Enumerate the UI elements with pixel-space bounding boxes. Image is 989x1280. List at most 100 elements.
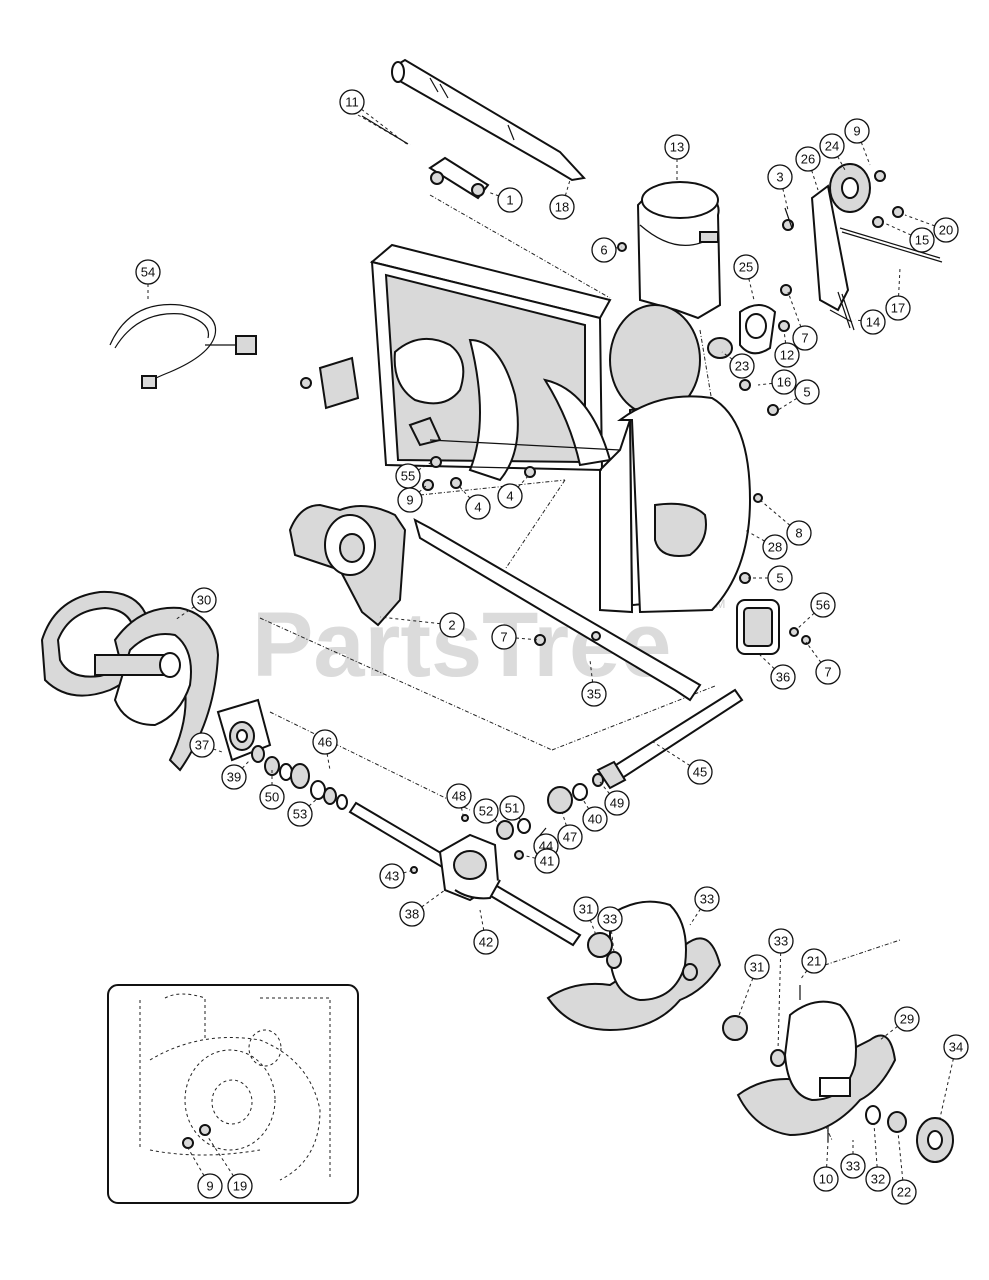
callout-c4b: 4: [497, 473, 531, 509]
callout-circle: [694, 886, 720, 912]
callout-leader: [649, 739, 701, 773]
callout-label: 45: [693, 765, 707, 780]
callout-circle: [744, 954, 770, 980]
callout-circle: [534, 848, 560, 874]
callout-c26: 26: [795, 146, 821, 191]
callout-label: 33: [774, 934, 788, 949]
callout-circle: [581, 681, 607, 707]
callout-label: 13: [670, 140, 684, 155]
callout-circle: [943, 1034, 969, 1060]
callout-c19: 19: [205, 1133, 253, 1199]
callout-label: 3: [776, 170, 783, 185]
callout-c3: 3: [767, 164, 793, 211]
callout-leader: [391, 869, 415, 877]
callout-c9b: 9: [397, 485, 427, 513]
callout-c20: 20: [904, 214, 959, 243]
callout-label: 37: [195, 738, 209, 753]
callout-circle: [933, 217, 959, 243]
callout-c54: 54: [135, 259, 161, 300]
callout-leader: [585, 908, 597, 936]
callout-label: 19: [233, 1179, 247, 1194]
callout-circle: [909, 227, 935, 253]
callout-circle: [573, 896, 599, 922]
callout-c11: 11: [339, 89, 409, 146]
right-auger-rear-part: [722, 985, 897, 1137]
callout-label: 32: [871, 1172, 885, 1187]
callout-c16: 16: [757, 369, 797, 395]
callout-label: 38: [405, 907, 419, 922]
callout-leader: [561, 811, 571, 838]
callout-circle: [221, 764, 247, 790]
right-auger-front-part: [546, 900, 722, 1032]
callout-circle: [557, 824, 583, 850]
callout-c31a: 31: [573, 896, 599, 936]
callout-label: 23: [735, 359, 749, 374]
callout-circle: [591, 237, 617, 263]
misc-hardware-part: [361, 115, 904, 646]
callout-c52: 52: [473, 798, 501, 826]
callout-circle: [499, 795, 525, 821]
callout-circle: [197, 1173, 223, 1199]
callout-label: 50: [265, 790, 279, 805]
callout-label: 25: [739, 260, 753, 275]
callout-label: 49: [610, 796, 624, 811]
callout-c32: 32: [865, 1123, 891, 1192]
callout-leader: [777, 940, 782, 1051]
callout-c9a: 9: [844, 118, 871, 166]
callout-c21: 21: [799, 948, 827, 981]
callout-c51: 51: [499, 795, 525, 823]
skid-plate-part: [300, 356, 360, 410]
callout-circle: [189, 732, 215, 758]
callout-c47: 47: [557, 811, 583, 850]
callout-label: 40: [588, 812, 602, 827]
callout-leader: [487, 191, 511, 201]
callout-circle: [339, 89, 365, 115]
callout-label: 55: [401, 469, 415, 484]
callout-circle: [813, 1166, 839, 1192]
callout-label: 52: [479, 804, 493, 819]
callout-leader: [599, 781, 618, 804]
callout-c36: 36: [759, 654, 796, 690]
callout-label: 43: [385, 869, 399, 884]
power-cord-part: [109, 303, 257, 389]
callout-circle: [259, 784, 285, 810]
callout-circle: [865, 1166, 891, 1192]
callout-label: 18: [555, 200, 569, 215]
callout-circle: [733, 254, 759, 280]
callout-c7c: 7: [805, 641, 841, 685]
callout-c23: 23: [721, 351, 755, 379]
callout-label: 8: [795, 526, 802, 541]
callout-circle: [582, 806, 608, 832]
callout-c5b: 5: [748, 565, 793, 591]
callout-c8: 8: [759, 499, 812, 546]
callout-leader: [233, 759, 251, 778]
callout-label: 12: [780, 348, 794, 363]
callout-label: 28: [768, 540, 782, 555]
callout-c29: 29: [879, 1006, 920, 1041]
callout-circle: [473, 798, 499, 824]
callout-label: 54: [141, 265, 155, 280]
washer-stack-part: [251, 745, 348, 810]
callout-circle: [810, 592, 836, 618]
callout-circle: [770, 664, 796, 690]
callout-leader: [205, 1133, 241, 1187]
callout-c49: 49: [599, 781, 630, 816]
callout-label: 56: [816, 598, 830, 613]
bearing-bracket-part: [357, 114, 490, 200]
discharge-chute-part: [636, 181, 722, 320]
callout-label: 31: [579, 902, 593, 917]
callout-leader: [521, 854, 548, 862]
callout-circle: [815, 659, 841, 685]
callout-c12: 12: [774, 329, 800, 368]
callout-label: 10: [819, 1172, 833, 1187]
callout-leader: [407, 461, 433, 477]
callout-c25: 25: [733, 254, 759, 301]
gasket-part: [736, 599, 780, 655]
callout-circle: [397, 487, 423, 513]
callout-c35: 35: [581, 659, 607, 707]
end-hardware-part: [827, 1105, 954, 1163]
callout-c15: 15: [881, 221, 935, 253]
callout-circle: [312, 729, 338, 755]
callout-label: 20: [939, 223, 953, 238]
